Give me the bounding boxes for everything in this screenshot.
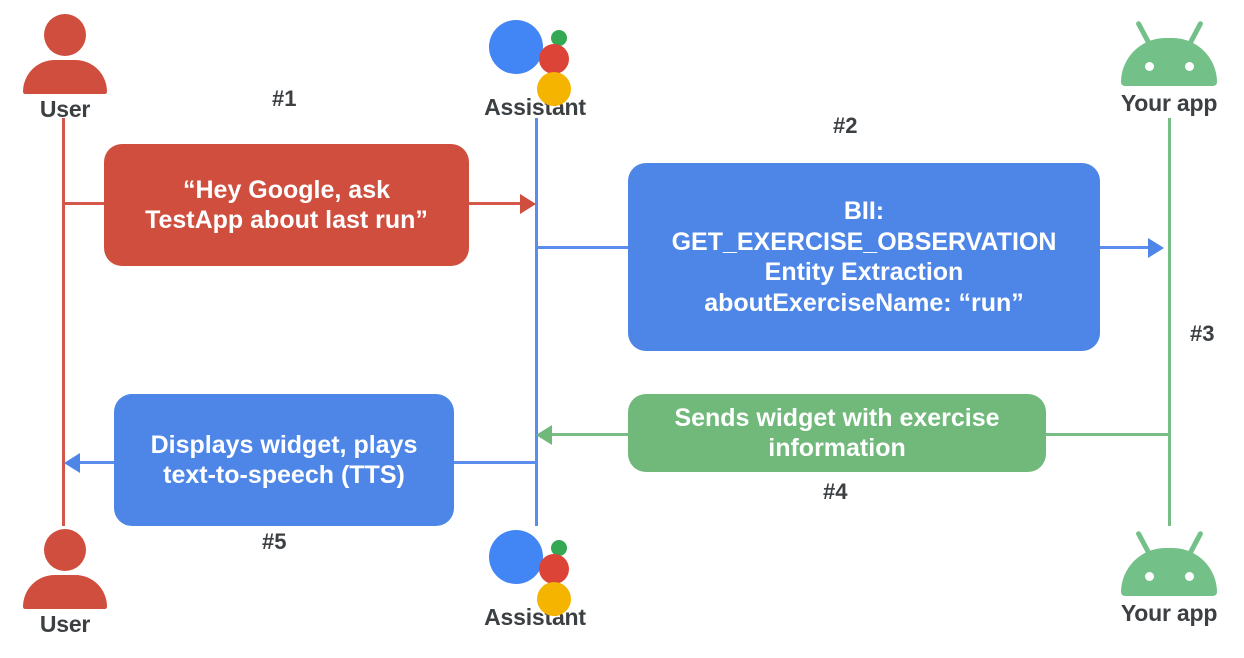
message-bii-line3: Entity Extraction bbox=[764, 258, 964, 286]
message-bii-line2: GET_EXERCISE_OBSERVATION bbox=[671, 227, 1057, 256]
actor-assistant-top: Assistant bbox=[470, 12, 600, 119]
message-app-response-line2: information bbox=[768, 434, 906, 462]
actor-label-your-app-top: Your app bbox=[1120, 90, 1218, 116]
step-label-3: #3 bbox=[1190, 321, 1215, 346]
message-box-assistant-output: Displays widget, plays text-to-speech (T… bbox=[114, 394, 454, 526]
android-icon bbox=[1117, 18, 1221, 90]
connector-box1-to-assistant bbox=[468, 202, 522, 205]
step-label-4: #4 bbox=[823, 479, 848, 504]
message-assistant-output-line1: Displays widget, plays bbox=[150, 430, 418, 459]
user-icon-head bbox=[44, 529, 86, 571]
actor-label-assistant-top: Assistant bbox=[484, 94, 586, 120]
lifeline-your-app bbox=[1168, 118, 1171, 526]
actor-your-app-top: Your app bbox=[1104, 18, 1234, 115]
actor-user-bottom: User bbox=[0, 529, 130, 636]
android-icon-eye-right bbox=[1185, 572, 1194, 581]
arrowhead-assistant-to-app bbox=[1148, 238, 1164, 258]
step-label-5: #5 bbox=[262, 529, 287, 554]
actor-user-top: User bbox=[0, 14, 130, 121]
assistant-icon-blue-dot bbox=[489, 20, 543, 74]
connector-box4-to-assistant bbox=[552, 433, 630, 436]
actor-assistant-bottom: Assistant bbox=[470, 522, 600, 629]
user-icon-head bbox=[44, 14, 86, 56]
user-icon bbox=[23, 529, 107, 609]
connector-assistant-to-box5 bbox=[452, 461, 536, 464]
google-assistant-icon bbox=[489, 12, 581, 106]
message-bii-line1: BII: bbox=[843, 197, 885, 225]
message-bii-line4: aboutExerciseName: “run” bbox=[704, 288, 1024, 317]
android-icon bbox=[1117, 528, 1221, 600]
user-icon bbox=[23, 14, 107, 94]
actor-label-your-app-bottom: Your app bbox=[1120, 600, 1218, 626]
actor-label-user-bottom: User bbox=[39, 611, 91, 637]
lifeline-assistant bbox=[535, 118, 538, 526]
android-icon-head bbox=[1121, 548, 1217, 596]
step-label-1: #1 bbox=[272, 86, 297, 111]
message-app-response-line1: Sends widget with exercise bbox=[674, 403, 1000, 432]
android-icon-eye-left bbox=[1145, 572, 1154, 581]
actor-your-app-bottom: Your app bbox=[1104, 528, 1234, 625]
android-icon-eye-left bbox=[1145, 62, 1154, 71]
assistant-icon-green-dot bbox=[551, 540, 567, 556]
user-icon-body bbox=[23, 575, 107, 609]
assistant-icon-red-dot bbox=[539, 554, 569, 584]
arrowhead-user-to-assistant bbox=[520, 194, 536, 214]
actor-label-user-top: User bbox=[39, 96, 91, 122]
assistant-icon-yellow-dot bbox=[537, 582, 571, 616]
user-icon-body bbox=[23, 60, 107, 94]
assistant-icon-red-dot bbox=[539, 44, 569, 74]
message-box-user-request: “Hey Google, ask TestApp about last run” bbox=[104, 144, 469, 266]
message-box-bii-dispatch: BII: GET_EXERCISE_OBSERVATION Entity Ext… bbox=[628, 163, 1100, 351]
message-user-request-line2: TestApp about last run” bbox=[145, 206, 428, 234]
message-user-request-line1: “Hey Google, ask bbox=[182, 175, 391, 204]
message-box-app-response: Sends widget with exercise information bbox=[628, 394, 1046, 472]
android-icon-eye-right bbox=[1185, 62, 1194, 71]
connector-app-to-box4 bbox=[1046, 433, 1170, 436]
actor-label-assistant-bottom: Assistant bbox=[484, 604, 586, 630]
assistant-icon-blue-dot bbox=[489, 530, 543, 584]
connector-assistant-to-box2 bbox=[535, 246, 630, 249]
connector-box2-to-app bbox=[1098, 246, 1150, 249]
assistant-icon-green-dot bbox=[551, 30, 567, 46]
google-assistant-icon bbox=[489, 522, 581, 616]
connector-box5-to-user bbox=[80, 461, 116, 464]
connector-user-to-box1 bbox=[62, 202, 112, 205]
step-label-2: #2 bbox=[833, 113, 858, 138]
arrowhead-app-to-assistant bbox=[536, 425, 552, 445]
assistant-icon-yellow-dot bbox=[537, 72, 571, 106]
arrowhead-assistant-to-user bbox=[64, 453, 80, 473]
android-icon-head bbox=[1121, 38, 1217, 86]
message-assistant-output-line2: text-to-speech (TTS) bbox=[163, 461, 405, 489]
lifeline-user bbox=[62, 118, 65, 526]
